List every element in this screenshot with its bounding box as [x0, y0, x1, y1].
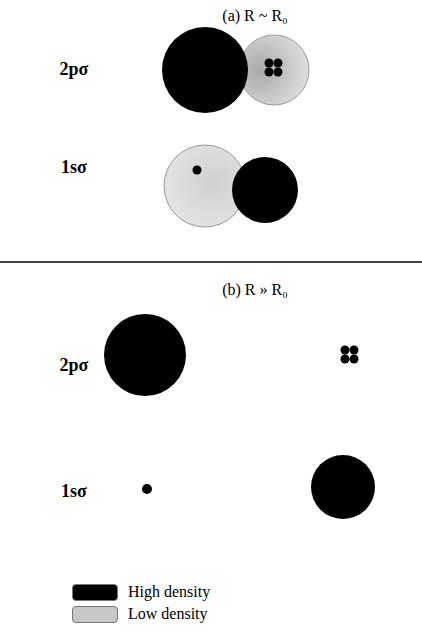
- legend-row: Low density: [72, 605, 208, 623]
- divider-line: [0, 261, 422, 263]
- legend-text: High density: [128, 583, 210, 601]
- high-density-lobe: [104, 314, 186, 396]
- legend-row: High density: [72, 583, 210, 601]
- orbital-label: 2pσ: [60, 355, 89, 377]
- legend-text: Low density: [128, 605, 208, 623]
- panel-heading: (b) R » R₀: [222, 280, 288, 299]
- orbital-label: 1sσ: [61, 481, 87, 503]
- nucleus-dot: [193, 166, 202, 175]
- low-density-lobe: [239, 35, 309, 105]
- nucleus-dot: [142, 484, 152, 494]
- high-density-lobe: [311, 455, 375, 519]
- high-density-lobe: [232, 157, 298, 223]
- orbital-label: 2pσ: [60, 59, 89, 81]
- p-orbital-clover: [265, 59, 283, 77]
- legend-swatch: [72, 606, 118, 623]
- p-orbital-clover: [341, 346, 359, 364]
- panel-heading: (a) R ~ R₀: [222, 6, 287, 25]
- orbital-label: 1sσ: [61, 157, 87, 179]
- high-density-lobe: [162, 27, 248, 113]
- legend-swatch: [72, 584, 118, 601]
